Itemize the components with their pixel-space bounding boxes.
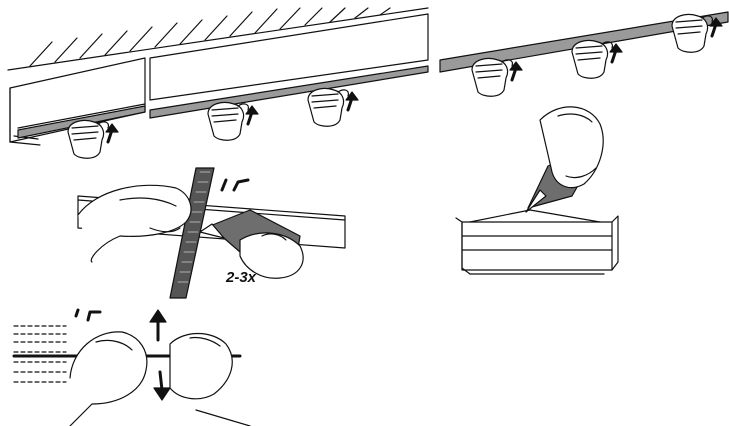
hand-press-arrow-icon	[307, 87, 359, 127]
left-hand-icon	[77, 184, 192, 263]
right-hand-icon	[539, 106, 604, 189]
channel-tray	[455, 209, 619, 275]
hand-press-arrow-icon	[571, 39, 623, 79]
left-hand-icon	[69, 331, 148, 426]
hand-press-arrow-icon	[67, 119, 119, 159]
arrow-up-icon	[149, 309, 167, 342]
cut-mark-icon	[220, 178, 250, 192]
ruler-icon	[169, 167, 215, 299]
channel-cut-panel	[455, 106, 619, 275]
dashed-strip-lines	[13, 325, 67, 383]
cut-mark-icon	[74, 308, 102, 322]
ceiling-panel	[7, 7, 729, 159]
hand-press-arrow-icon	[471, 57, 523, 97]
hand-press-arrow-icon	[671, 13, 723, 53]
repeat-count-label: 2-3x	[226, 269, 257, 286]
right-hand-icon	[169, 333, 251, 426]
score-panel	[77, 167, 346, 299]
arrow-down-icon	[153, 370, 171, 401]
hand-press-arrow-icon	[207, 101, 259, 141]
snap-panel	[12, 308, 251, 426]
ceiling-hatching	[7, 7, 429, 71]
right-hand-icon	[239, 232, 304, 279]
